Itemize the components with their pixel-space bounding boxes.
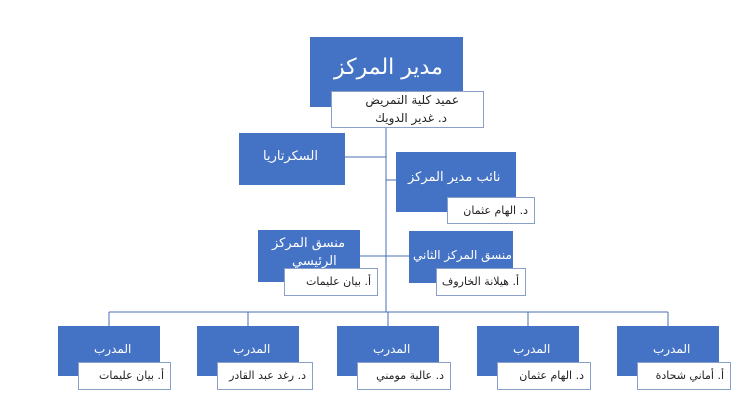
main-coordinator-title-2: الرئيسي xyxy=(292,254,337,269)
trainer-name-box-3: د. عالية مومني xyxy=(357,362,451,390)
main-coordinator-title-1: منسق المركز xyxy=(272,236,346,251)
director-name: د. غدير الدويك xyxy=(375,111,447,125)
trainer-title-2: المدرب xyxy=(233,342,271,356)
trainer-name-4: د. الهام عثمان xyxy=(519,369,584,382)
main-coordinator-name: أ. بيان عليمات xyxy=(306,275,371,288)
director-info-box: عميد كلية التمريض د. غدير الدويك xyxy=(331,91,484,128)
trainer-name-box-1: أ. بيان عليمات xyxy=(78,362,171,390)
secretary-title: السكرتاريا xyxy=(263,149,318,164)
director-position: عميد كلية التمريض xyxy=(365,93,459,107)
trainer-title-1: المدرب xyxy=(94,342,132,356)
trainer-name-box-4: د. الهام عثمان xyxy=(497,362,591,390)
second-coordinator-name: أ. هيلانة الخاروف xyxy=(441,275,519,288)
trainer-title-4: المدرب xyxy=(513,342,551,356)
trainer-name-3: د. عالية مومني xyxy=(376,369,444,382)
director-title: مدير المركز xyxy=(334,55,443,80)
second-coordinator-name-box: أ. هيلانة الخاروف xyxy=(436,268,526,296)
trainer-name-1: أ. بيان عليمات xyxy=(99,369,164,382)
trainer-title-3: المدرب xyxy=(373,342,411,356)
deputy-name: د. الهام عثمان xyxy=(463,204,528,217)
trainer-title-5: المدرب xyxy=(653,342,691,356)
secretary-box: السكرتاريا xyxy=(239,133,345,185)
trainer-name-box-5: أ. أماني شحادة xyxy=(637,362,731,390)
trainer-name-5: أ. أماني شحادة xyxy=(655,369,724,382)
second-coordinator-title: منسق المركز الثاني xyxy=(413,248,512,262)
deputy-name-box: د. الهام عثمان xyxy=(447,197,535,224)
deputy-title: نائب مدير المركز xyxy=(408,170,501,185)
main-coordinator-name-box: أ. بيان عليمات xyxy=(284,268,378,296)
trainer-name-box-2: د. رغد عبد القادر xyxy=(217,362,313,390)
trainer-name-2: د. رغد عبد القادر xyxy=(229,369,306,382)
